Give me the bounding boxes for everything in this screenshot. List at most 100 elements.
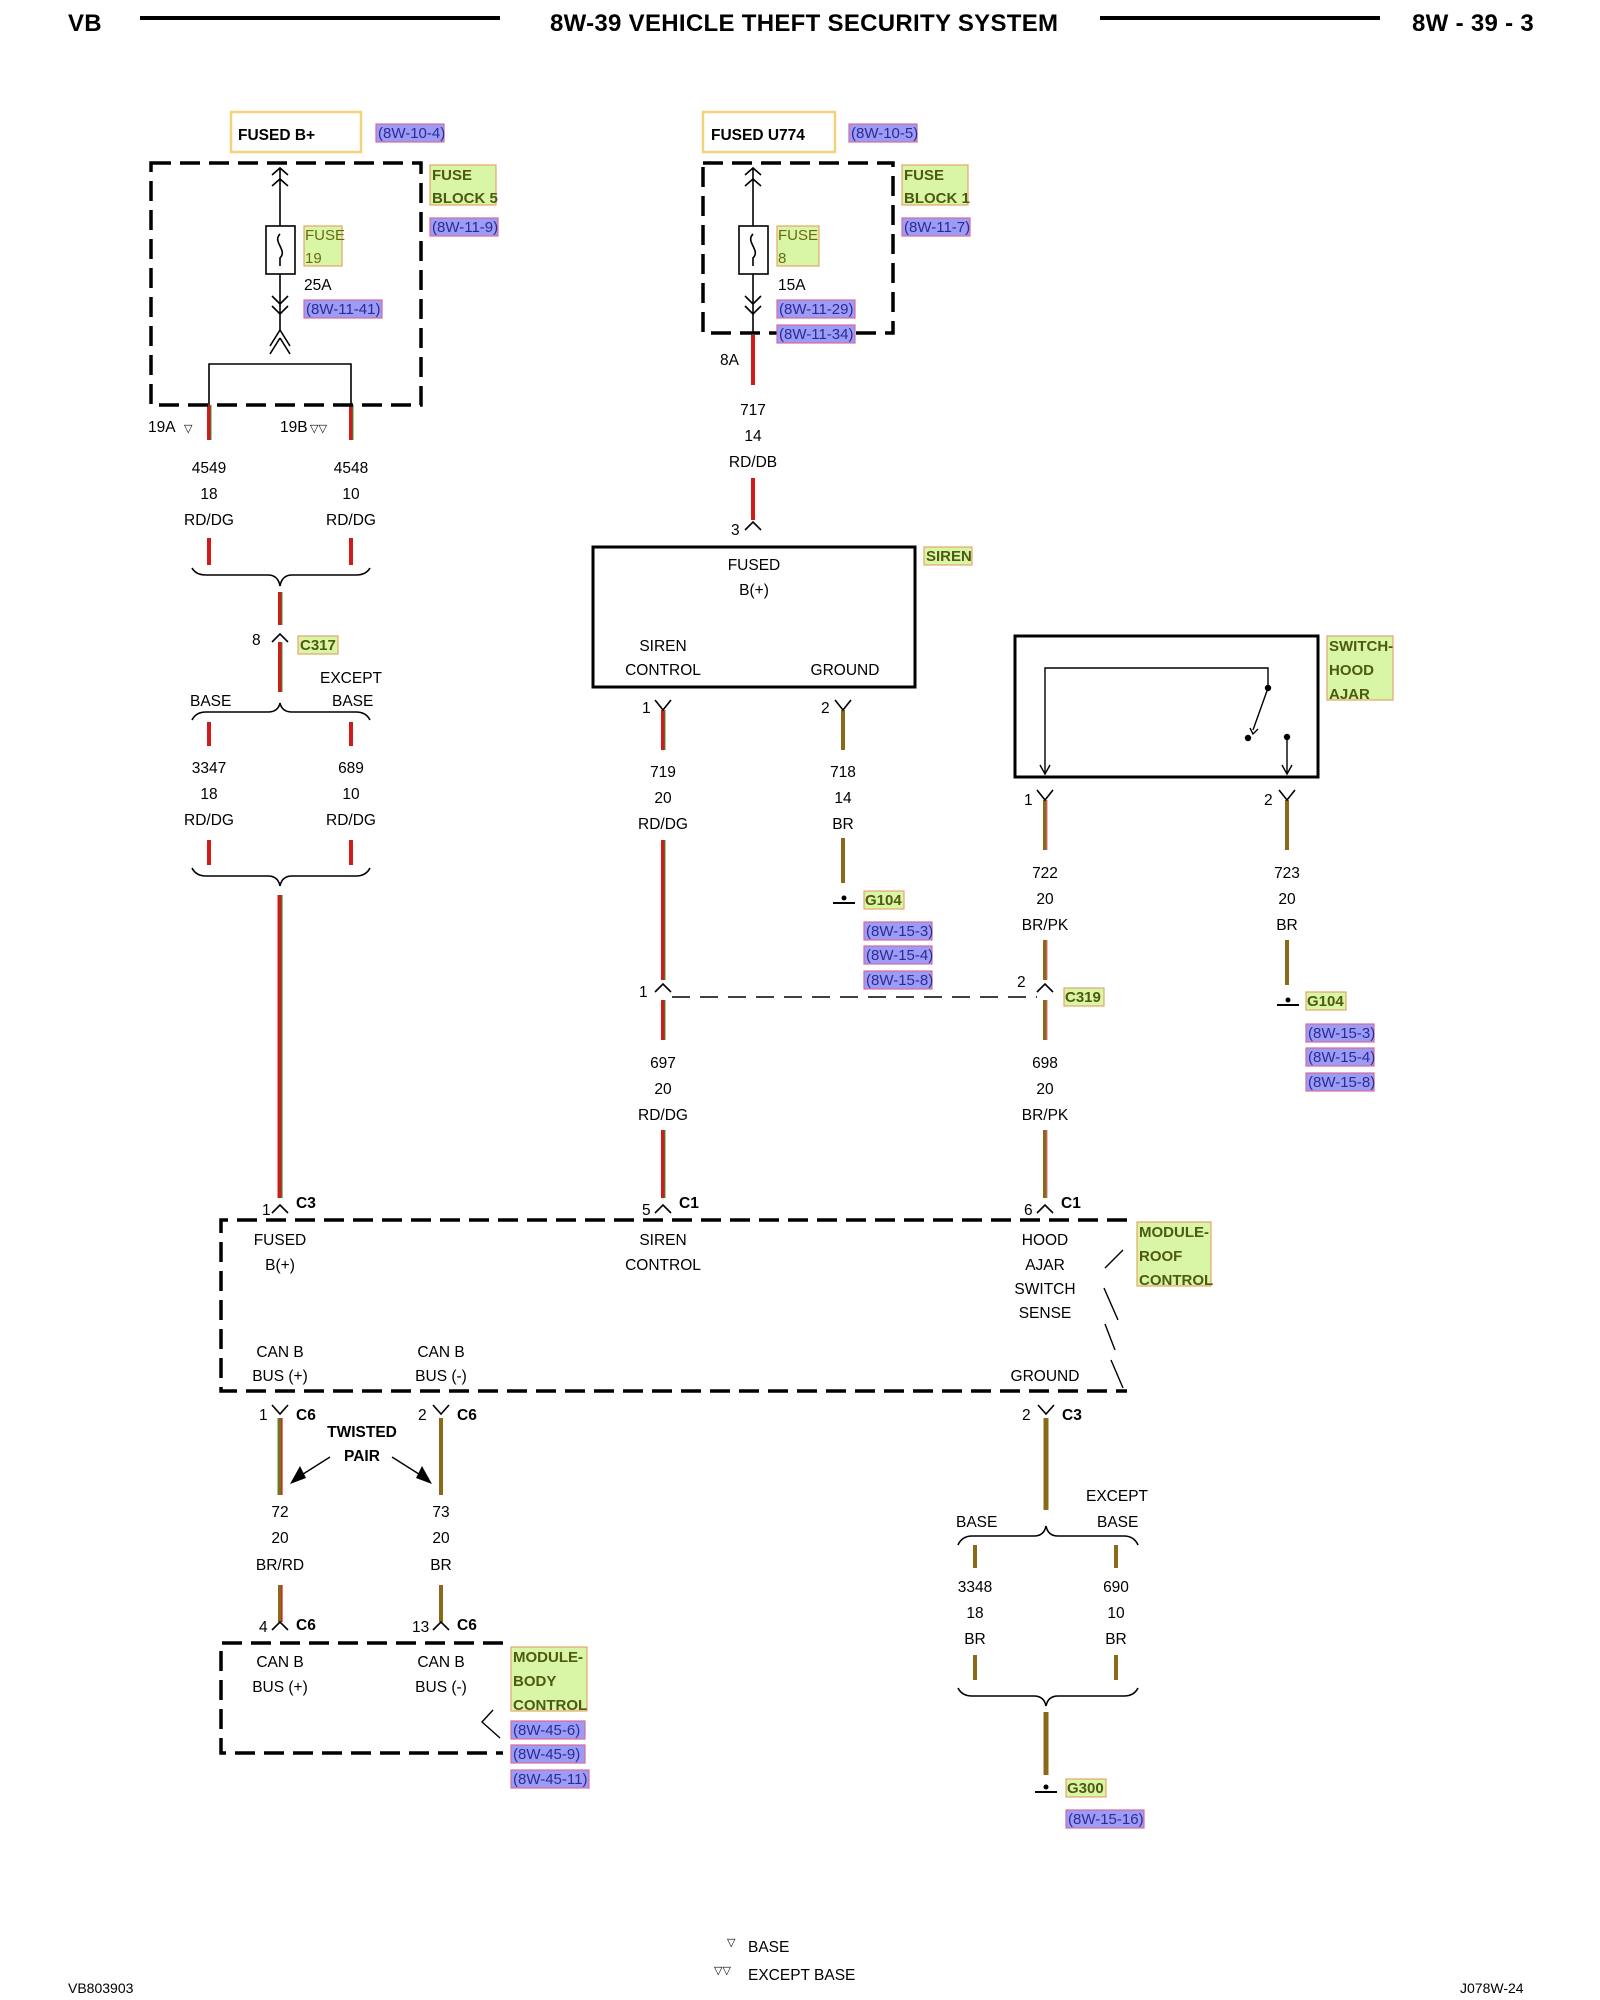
roof-canb-minus-label-1: CAN B bbox=[417, 1344, 464, 1361]
page-title: 8W-39 VEHICLE THEFT SECURITY SYSTEM bbox=[550, 10, 1059, 37]
switch-pin-2-connector bbox=[1278, 789, 1296, 802]
roof-fused-label-1: FUSED bbox=[254, 1232, 307, 1249]
c317-except-label-1: EXCEPT bbox=[320, 670, 383, 687]
wire-splice-c317-upper bbox=[278, 592, 283, 625]
fuse-8-amps: 15A bbox=[778, 277, 806, 294]
wire-717-color: RD/DB bbox=[729, 454, 777, 471]
fused-bplus-box bbox=[229, 110, 363, 154]
fused-u774-label: FUSED U774 bbox=[711, 127, 805, 144]
switch-pin-1: 1 bbox=[1024, 792, 1033, 809]
roof-hood-label-4: SENSE bbox=[1019, 1305, 1072, 1322]
roof-module-name-2: ROOF bbox=[1139, 1248, 1182, 1265]
c319-pin-2: 2 bbox=[1017, 974, 1026, 991]
wire-722-circuit: 722 bbox=[1032, 865, 1058, 882]
roof-c6-pin-1-connector bbox=[271, 1404, 289, 1416]
roof-canb-minus-label-2: BUS (-) bbox=[415, 1368, 467, 1385]
roof-control-module: MODULE- ROOF CONTROL bbox=[219, 1218, 1213, 1393]
siren-fused-label-1: FUSED bbox=[728, 557, 781, 574]
wire-module-fused-feed bbox=[277, 895, 283, 1198]
fuse-8-ref-1: (8W-11-29) bbox=[779, 301, 853, 318]
hood-ajar-switch-box bbox=[1013, 634, 1320, 779]
wire-73-circuit: 73 bbox=[432, 1504, 449, 1521]
roof-pin-1-connector bbox=[271, 1203, 289, 1214]
fuse-output-19b: 19B bbox=[280, 419, 308, 436]
siren-pin-3-connector bbox=[744, 520, 762, 531]
roof-c6-pin-2-conn: C6 bbox=[457, 1407, 477, 1424]
g104-siren-ground-symbol bbox=[833, 895, 855, 904]
roof-module-name-1: MODULE- bbox=[1139, 1224, 1209, 1241]
body-module-name-2: BODY bbox=[513, 1673, 556, 1690]
roof-hood-label-3: SWITCH bbox=[1014, 1281, 1075, 1298]
c317-except-label-2: BASE bbox=[332, 693, 373, 710]
g104-switch-ref-3: (8W-15-8) bbox=[1308, 1074, 1375, 1091]
g104-switch-ref-1: (8W-15-3) bbox=[1308, 1025, 1375, 1042]
wire-719 bbox=[661, 710, 666, 980]
wire-splice-c317-lower bbox=[278, 642, 283, 692]
body-canb-plus-label-2: BUS (+) bbox=[252, 1679, 308, 1696]
g104-siren-ref-1: (8W-15-3) bbox=[866, 923, 933, 940]
roof-siren-control-label-1: SIREN bbox=[639, 1232, 686, 1249]
fuse-19-label-2: 19 bbox=[305, 250, 322, 267]
wire-4549-circuit: 4549 bbox=[192, 460, 226, 477]
fuse-19-symbol bbox=[208, 166, 352, 405]
g104-switch-ref-2: (8W-15-4) bbox=[1308, 1049, 1375, 1066]
roof-module-name-3: CONTROL bbox=[1139, 1272, 1213, 1289]
wire-3347-color: RD/DG bbox=[184, 812, 234, 829]
siren-pin-2-connector bbox=[834, 699, 852, 712]
siren-box bbox=[591, 545, 917, 689]
wire-722-color: BR/PK bbox=[1022, 917, 1069, 934]
wire-718-circuit: 718 bbox=[830, 764, 856, 781]
wire-722-gauge: 20 bbox=[1036, 891, 1054, 908]
g104-switch-name: G104 bbox=[1307, 993, 1344, 1010]
body-module-name-1: MODULE- bbox=[513, 1649, 583, 1666]
roof-canb-plus-label-2: BUS (+) bbox=[252, 1368, 308, 1385]
g104-siren-ref-2: (8W-15-4) bbox=[866, 947, 933, 964]
wire-719-gauge: 20 bbox=[654, 790, 672, 807]
fuse-block-5-ref: (8W-11-9) bbox=[432, 219, 498, 236]
body-pin-13: 13 bbox=[412, 1619, 429, 1636]
wire-723-circuit: 723 bbox=[1274, 865, 1300, 882]
c319-pin-2-connector bbox=[1036, 982, 1054, 993]
wire-4549-upper bbox=[207, 405, 212, 440]
fused-bplus-label: FUSED B+ bbox=[238, 127, 315, 144]
siren-pin-1-connector bbox=[654, 699, 672, 712]
header-rule-left bbox=[140, 16, 500, 20]
legend-except-base-text: EXCEPT BASE bbox=[748, 1967, 855, 1984]
g104-switch-ground-symbol bbox=[1277, 997, 1299, 1006]
body-pin-13-conn: C6 bbox=[457, 1617, 477, 1634]
wire-73-gauge: 20 bbox=[432, 1530, 450, 1547]
wire-719-circuit: 719 bbox=[650, 764, 676, 781]
body-pin-4: 4 bbox=[259, 1619, 268, 1636]
legend-base-symbol: ▽ bbox=[727, 1937, 736, 1949]
fuse-block-1: FUSE BLOCK 1 (8W-11-7) FUSE 8 15A (8W-11… bbox=[701, 161, 971, 344]
roof-pin-5: 5 bbox=[642, 1202, 651, 1219]
page-number: 8W - 39 - 3 bbox=[1412, 10, 1534, 37]
header-rule-right bbox=[1100, 16, 1380, 20]
switch-name-1: SWITCH- bbox=[1329, 638, 1393, 655]
g104-siren-name: G104 bbox=[865, 892, 902, 909]
body-canb-minus-label-1: CAN B bbox=[417, 1654, 464, 1671]
ground-split-base: BASE bbox=[956, 1514, 997, 1531]
wire-723-color: BR bbox=[1276, 917, 1298, 934]
splice-brace-c317 bbox=[191, 702, 371, 721]
wire-72-circuit: 72 bbox=[271, 1504, 288, 1521]
wire-72-color: BR/RD bbox=[256, 1557, 304, 1574]
body-pin-13-connector bbox=[432, 1620, 450, 1631]
fused-bplus-ref-bg bbox=[375, 123, 445, 143]
wire-717-gauge: 14 bbox=[744, 428, 762, 445]
fuse-block-1-ref: (8W-11-7) bbox=[904, 219, 970, 236]
fuse-block-1-name-2: BLOCK 1 bbox=[904, 190, 970, 207]
c317-base-label: BASE bbox=[190, 693, 231, 710]
wire-72 bbox=[277, 1418, 283, 1622]
wire-3348-circuit: 3348 bbox=[958, 1579, 992, 1596]
fuse-block-5-name-1: FUSE bbox=[432, 167, 472, 184]
wire-690-color: BR bbox=[1105, 1631, 1127, 1648]
wire-73-color: BR bbox=[430, 1557, 452, 1574]
body-canb-minus-label-2: BUS (-) bbox=[415, 1679, 467, 1696]
wire-698-gauge: 20 bbox=[1036, 1081, 1054, 1098]
g300-name: G300 bbox=[1067, 1780, 1104, 1797]
c317-name: C317 bbox=[300, 637, 336, 654]
roof-canb-plus-label-1: CAN B bbox=[256, 1344, 303, 1361]
c317-pin: 8 bbox=[252, 632, 261, 649]
g300-ref: (8W-15-16) bbox=[1068, 1811, 1144, 1828]
